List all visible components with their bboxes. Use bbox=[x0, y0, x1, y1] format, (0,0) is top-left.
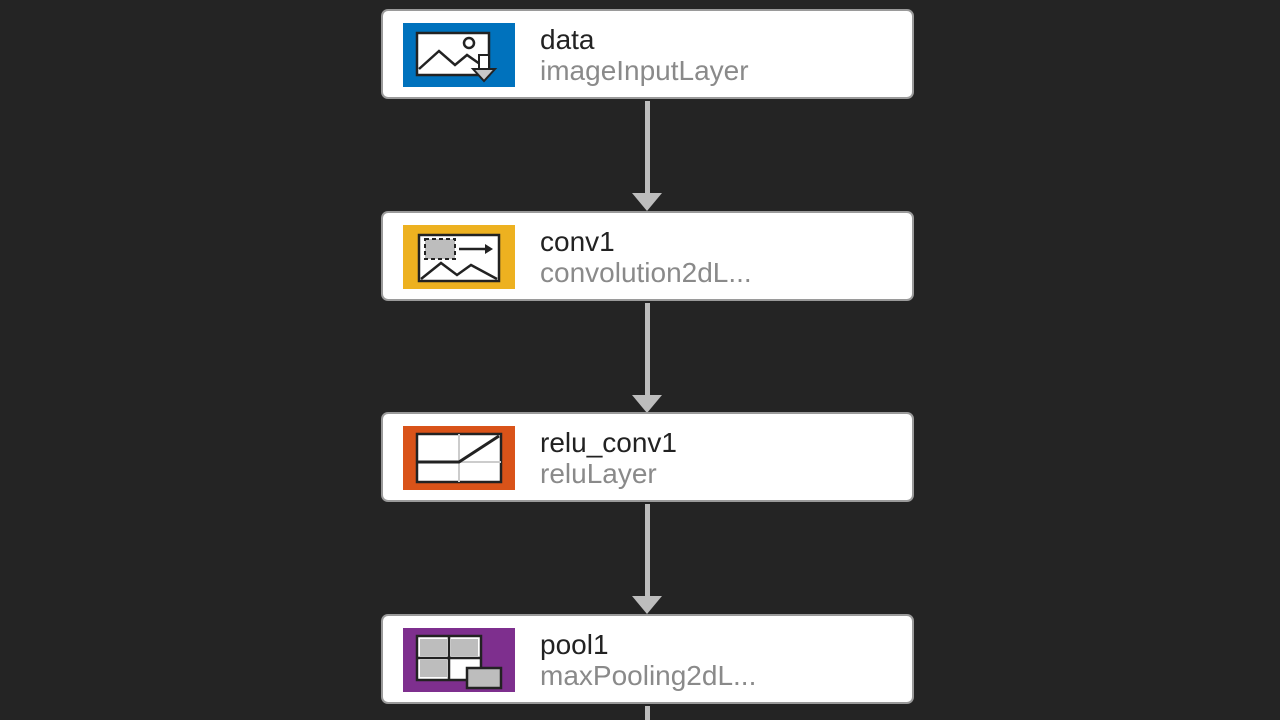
image-input-icon bbox=[403, 23, 515, 87]
convolution-icon bbox=[403, 225, 515, 289]
layer-node-pool1[interactable]: pool1 maxPooling2dL... bbox=[381, 614, 914, 704]
layer-node-conv1[interactable]: conv1 convolution2dL... bbox=[381, 211, 914, 301]
layer-name: pool1 bbox=[540, 629, 609, 660]
edge-relu-conv1-to-pool1 bbox=[645, 504, 650, 600]
edge-data-to-conv1 bbox=[645, 101, 650, 197]
relu-icon bbox=[403, 426, 515, 490]
layer-type: imageInputLayer bbox=[540, 55, 749, 86]
layer-name: relu_conv1 bbox=[540, 427, 677, 458]
layer-type: reluLayer bbox=[540, 458, 657, 489]
max-pooling-icon bbox=[403, 628, 515, 692]
layer-node-relu-conv1[interactable]: relu_conv1 reluLayer bbox=[381, 412, 914, 502]
edge-arrowhead bbox=[632, 596, 662, 614]
layer-name: data bbox=[540, 24, 595, 55]
layer-node-data[interactable]: data imageInputLayer bbox=[381, 9, 914, 99]
edge-arrowhead bbox=[632, 395, 662, 413]
layer-name: conv1 bbox=[540, 226, 615, 257]
layer-type: convolution2dL... bbox=[540, 257, 752, 288]
layer-type: maxPooling2dL... bbox=[540, 660, 757, 691]
edge-pool1-outgoing bbox=[645, 706, 650, 720]
edge-conv1-to-relu-conv1 bbox=[645, 303, 650, 399]
edge-arrowhead bbox=[632, 193, 662, 211]
